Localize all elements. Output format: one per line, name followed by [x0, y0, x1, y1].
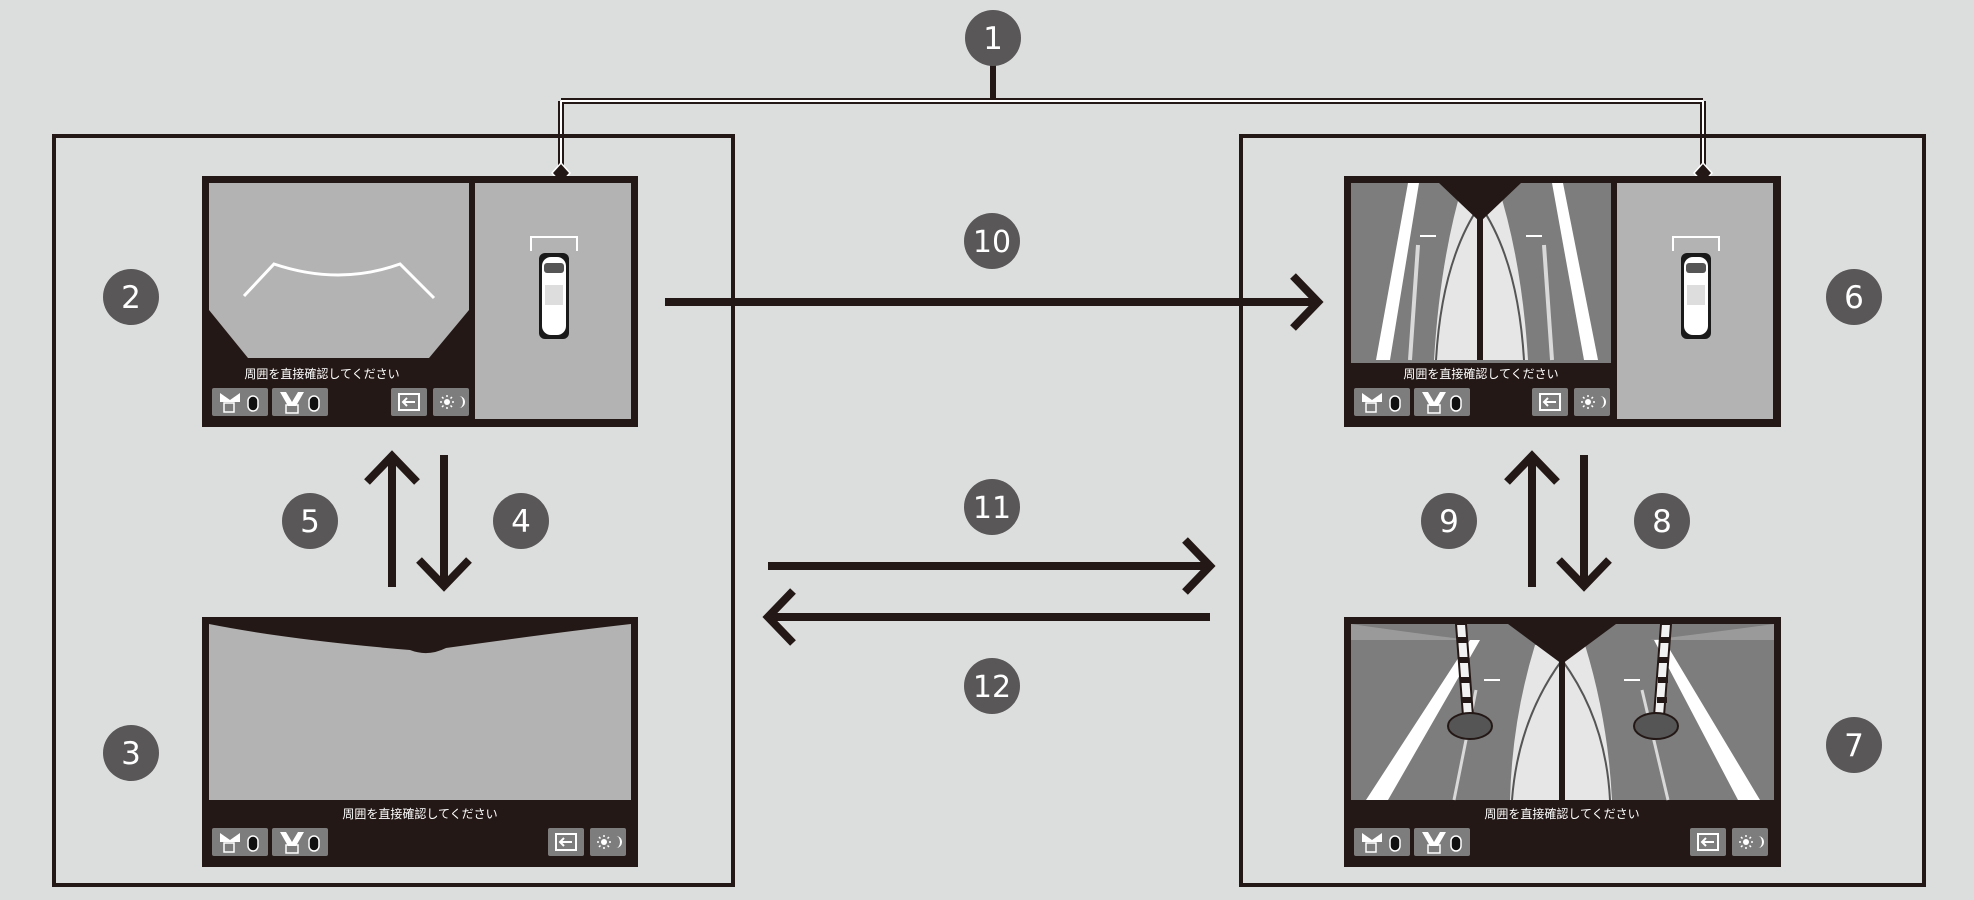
arrow-12	[762, 588, 1210, 646]
screen-3-caption: 周囲を直接確認してください	[342, 806, 497, 821]
top-view-panel	[1616, 182, 1774, 420]
arrow-9	[1504, 450, 1560, 587]
svg-text:6: 6	[1844, 280, 1864, 316]
group-box-left	[52, 134, 735, 887]
arrow-11	[768, 537, 1216, 595]
rear-camera-view	[209, 183, 469, 363]
callout-1: 1	[965, 10, 1021, 66]
svg-text:9: 9	[1439, 504, 1459, 540]
callout-3: 3	[103, 725, 159, 781]
screen-2-caption: 周囲を直接確認してください	[244, 366, 399, 381]
callout-6: 6	[1826, 269, 1882, 325]
svg-text:8: 8	[1652, 504, 1672, 540]
screen-6-caption: 周囲を直接確認してください	[1403, 366, 1558, 381]
screen-3: 周囲を直接確認してください	[202, 617, 638, 867]
callout-1-bracket	[550, 60, 1714, 185]
svg-text:7: 7	[1844, 728, 1864, 764]
screen-7-caption: 周囲を直接確認してください	[1484, 806, 1639, 821]
callout-8: 8	[1634, 493, 1690, 549]
svg-text:12: 12	[973, 670, 1011, 705]
group-box-right	[1239, 134, 1926, 887]
screen-2: 周囲を直接確認してください	[202, 176, 638, 427]
svg-text:4: 4	[511, 504, 531, 540]
svg-text:10: 10	[973, 225, 1011, 260]
svg-text:5: 5	[300, 504, 320, 540]
callout-5: 5	[282, 493, 338, 549]
screen-6: 周囲を直接確認してください	[1344, 176, 1781, 427]
callout-2: 2	[103, 269, 159, 325]
callout-7: 7	[1826, 717, 1882, 773]
arrow-8	[1556, 455, 1612, 592]
arrow-10	[665, 273, 1324, 331]
svg-text:3: 3	[121, 736, 141, 772]
arrows	[364, 273, 1612, 646]
callouts: 1 2 3 4 5 6 7 8 9 10 11 12	[103, 10, 1882, 781]
arrow-5	[364, 450, 420, 587]
svg-text:2: 2	[121, 280, 141, 316]
top-view-panel	[474, 182, 632, 420]
svg-text:11: 11	[973, 491, 1011, 526]
callout-4: 4	[493, 493, 549, 549]
callout-12: 12	[964, 658, 1020, 714]
svg-text:1: 1	[983, 21, 1003, 57]
arrow-4	[416, 455, 472, 592]
callout-9: 9	[1421, 493, 1477, 549]
screen-7: 周囲を直接確認してください	[1344, 617, 1781, 867]
callout-10: 10	[964, 213, 1020, 269]
wide-rear-view	[209, 624, 631, 800]
callout-11: 11	[964, 479, 1020, 535]
